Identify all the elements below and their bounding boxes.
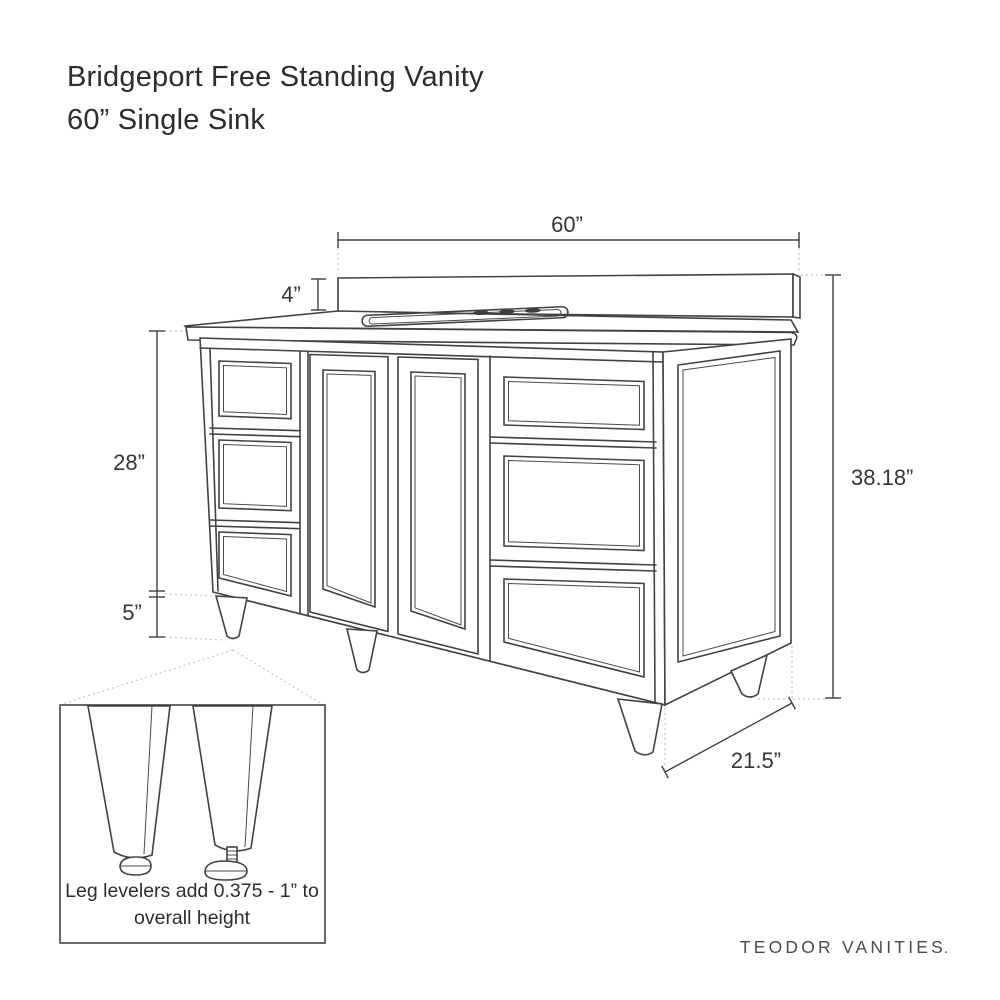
left-drawer-1: [218, 360, 292, 420]
inset-leg-right: [192, 705, 273, 881]
dimension-cabinet-height: 28” 5”: [113, 330, 165, 638]
logo-wordmark: TEODOR VANITIES: [740, 937, 946, 957]
top-rail-line: [199, 347, 664, 363]
inset-note-line-1: Leg levelers add 0.375 - 1” to: [65, 880, 319, 902]
guide-lines: [61, 248, 826, 769]
countertop-front-edge: [185, 326, 798, 346]
sink-cutout: [361, 305, 569, 328]
left-drawer-2: [218, 439, 292, 512]
leg-front-left: [214, 595, 248, 640]
leg-front-center: [345, 628, 378, 674]
leg-front-right: [616, 698, 663, 756]
logo-dot: .: [944, 940, 948, 957]
inset-note-line-2: overall height: [134, 907, 251, 929]
width-label: 60”: [551, 212, 583, 237]
leg-rear-right: [729, 653, 769, 698]
right-drawer-3: [503, 578, 645, 679]
leg-height-label: 5”: [122, 600, 142, 625]
dimension-width: 60”: [337, 212, 800, 248]
dimension-depth: 21.5”: [661, 696, 796, 779]
backsplash: [337, 272, 801, 319]
page-title: Bridgeport Free Standing Vanity 60” Sing…: [67, 61, 484, 136]
right-drawer-bank: [489, 376, 657, 679]
leveler-inset: Leg levelers add 0.375 - 1” to overall h…: [59, 704, 326, 944]
faucet-hole-left: [472, 310, 489, 316]
title-line-1: Bridgeport Free Standing Vanity: [67, 61, 484, 93]
side-panel: [677, 350, 781, 664]
legs: [214, 595, 769, 756]
cabinet-body: [199, 337, 792, 707]
backsplash-side-return: [792, 272, 801, 319]
corner-stile-edge: [652, 351, 656, 704]
inset-leg-left: [87, 705, 171, 876]
right-drawer-2: [503, 455, 645, 552]
cabinet-right-side: [662, 338, 792, 707]
dimension-backsplash-height: 4”: [281, 278, 326, 311]
right-drawer-1: [503, 376, 645, 431]
door-right: [397, 356, 479, 656]
overall-height-label: 38.18”: [851, 465, 913, 490]
left-drawer-3: [218, 531, 292, 598]
faucet-hole-right: [524, 308, 541, 313]
depth-label: 21.5”: [731, 748, 781, 773]
faucet-hole-center: [498, 309, 515, 314]
cabinet-height-label: 28”: [113, 450, 145, 475]
backsplash-height-label: 4”: [281, 282, 301, 307]
door-left: [309, 353, 389, 633]
title-line-2: 60” Single Sink: [67, 104, 265, 136]
left-stile-line: [209, 348, 219, 592]
dimension-overall-height: 38.18”: [825, 274, 913, 699]
brand-logo: TEODOR VANITIES .: [740, 937, 948, 957]
left-drawer-bank: [209, 360, 301, 598]
